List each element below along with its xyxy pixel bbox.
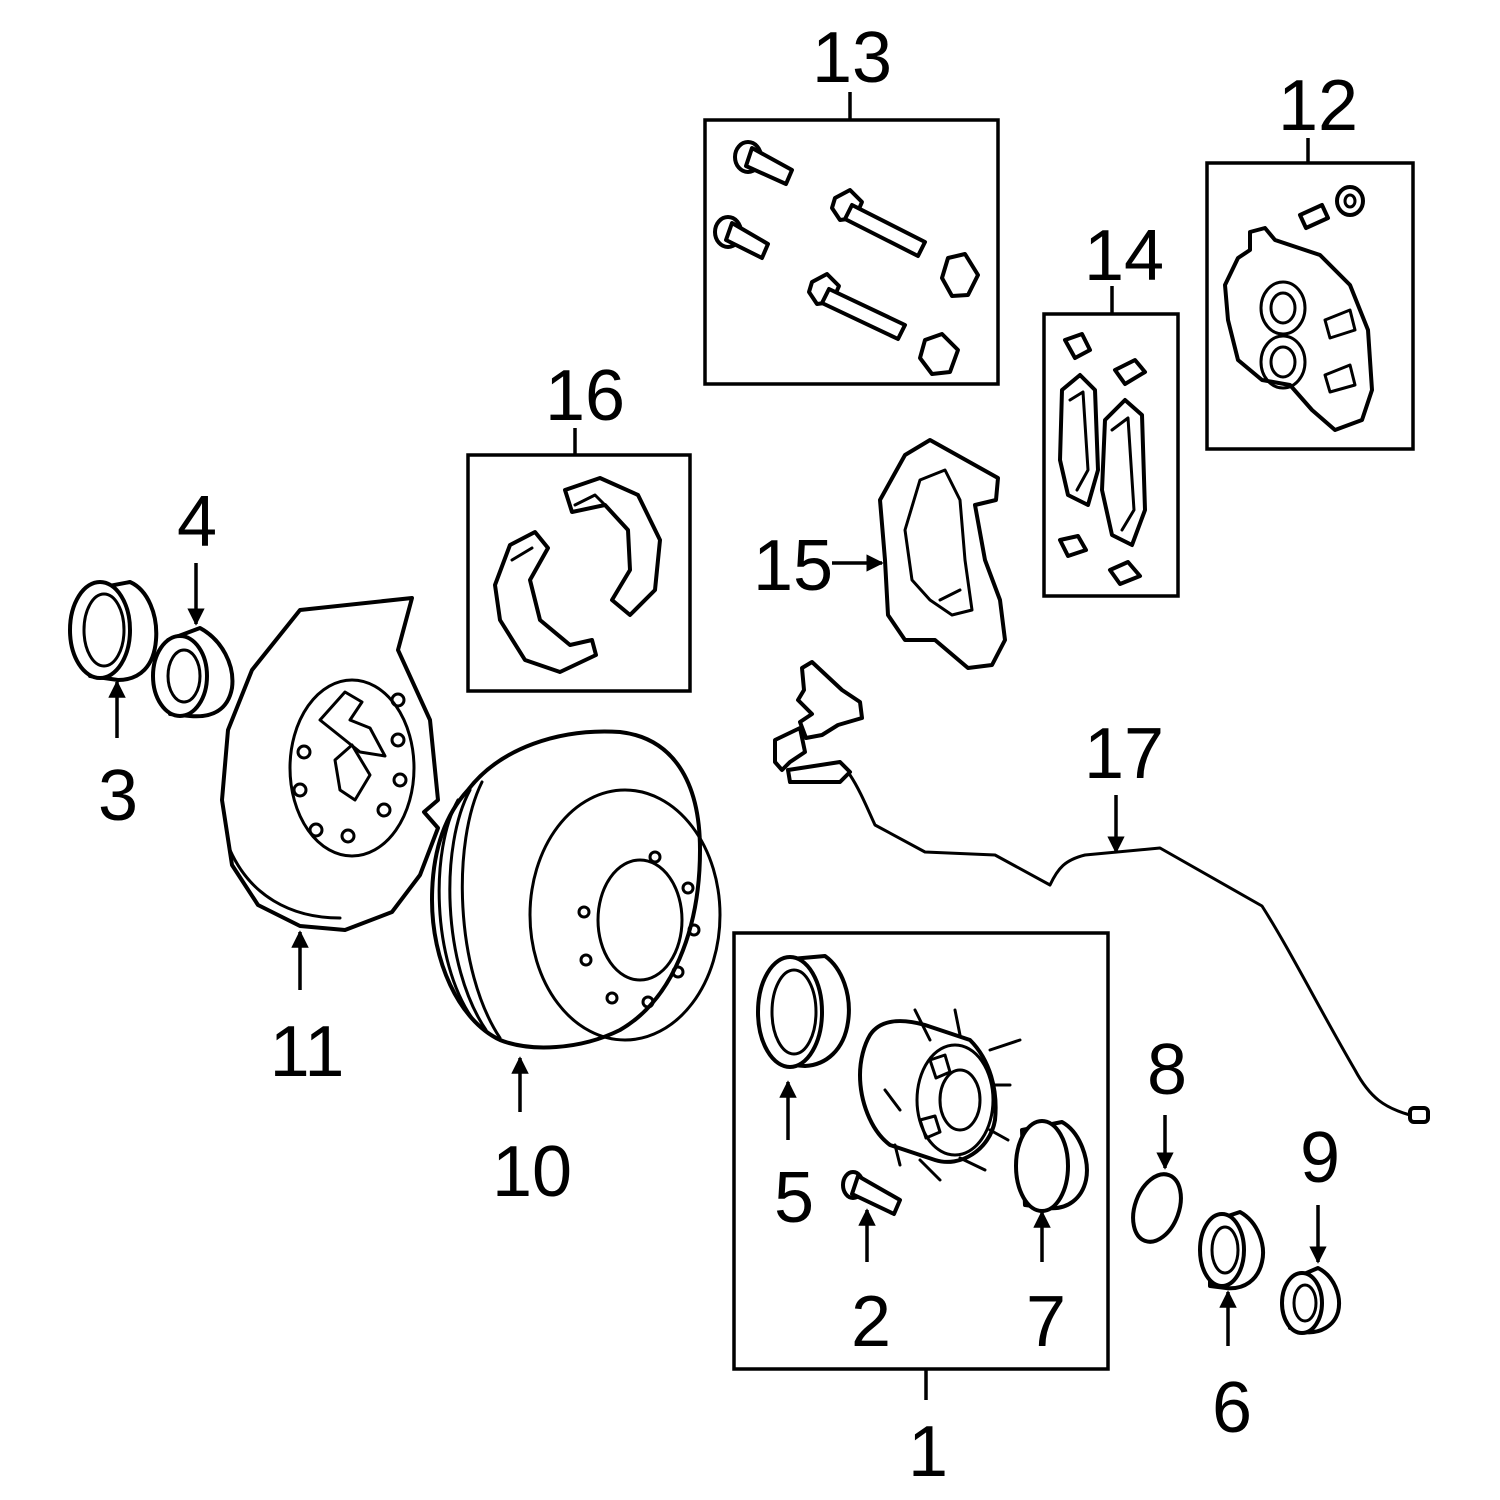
seal-ring-icon <box>1014 1119 1089 1213</box>
callout-9: 9 <box>1300 1118 1340 1198</box>
callout-15: 15 <box>753 526 833 606</box>
part-1-hub-assembly[interactable]: 5 2 <box>732 931 1110 1492</box>
part-2-stud[interactable]: 2 <box>841 1170 902 1362</box>
callout-11: 11 <box>270 1012 345 1092</box>
sensor-wire-icon <box>773 660 1430 1124</box>
part-9-seal[interactable]: 9 <box>1280 1118 1341 1335</box>
wheel-stud-icon <box>841 1170 902 1216</box>
part-11-backing-plate[interactable]: 11 <box>220 596 440 1092</box>
part-6-bearing[interactable]: 6 <box>1198 1210 1265 1448</box>
seal-icon <box>68 580 159 682</box>
callout-14: 14 <box>1084 216 1164 296</box>
bearing-icon <box>1198 1210 1265 1291</box>
callout-5: 5 <box>774 1158 814 1238</box>
part-13-hardware-kit[interactable]: 13 <box>703 18 1000 386</box>
part-12-caliper[interactable]: 12 <box>1205 66 1415 451</box>
part-8-o-ring[interactable]: 8 <box>1124 1030 1189 1248</box>
hub-icon <box>858 1008 1022 1182</box>
rotor-icon <box>430 729 722 1050</box>
part-16-parking-shoes[interactable]: 16 <box>466 356 692 693</box>
seal-icon <box>756 954 851 1069</box>
callout-4: 4 <box>177 482 217 562</box>
o-ring-icon <box>1131 1172 1183 1244</box>
part-3-seal[interactable]: 3 <box>68 580 159 836</box>
callout-8: 8 <box>1147 1030 1187 1110</box>
part-15-caliper-bracket[interactable]: 15 <box>753 438 1007 670</box>
callout-12: 12 <box>1278 66 1358 146</box>
backing-plate-icon <box>220 596 440 932</box>
part-5-seal[interactable]: 5 <box>756 954 851 1238</box>
callout-7: 7 <box>1026 1282 1066 1362</box>
part-14-pad-set[interactable]: 14 <box>1042 216 1180 598</box>
callout-6: 6 <box>1212 1368 1252 1448</box>
callout-3: 3 <box>98 756 138 836</box>
callout-10: 10 <box>492 1132 572 1212</box>
callout-17: 17 <box>1084 714 1164 794</box>
part-4-bearing[interactable]: 4 <box>151 482 235 719</box>
caliper-bracket-icon <box>878 438 1007 670</box>
caliper-icon <box>1223 185 1374 432</box>
part-7-seal[interactable]: 7 <box>1014 1119 1089 1362</box>
brake-shoe-icon <box>493 476 662 674</box>
callout-16: 16 <box>545 356 625 436</box>
part-10-rotor[interactable]: 10 <box>430 729 722 1212</box>
bolt-icon <box>713 140 980 376</box>
callout-2: 2 <box>851 1282 891 1362</box>
part-17-abs-sensor[interactable]: 17 <box>773 660 1430 1124</box>
seal-icon <box>1280 1266 1341 1335</box>
callout-13: 13 <box>812 18 892 98</box>
brake-pad-icon <box>1058 332 1147 586</box>
bearing-icon <box>151 626 235 719</box>
callout-1: 1 <box>908 1412 948 1492</box>
